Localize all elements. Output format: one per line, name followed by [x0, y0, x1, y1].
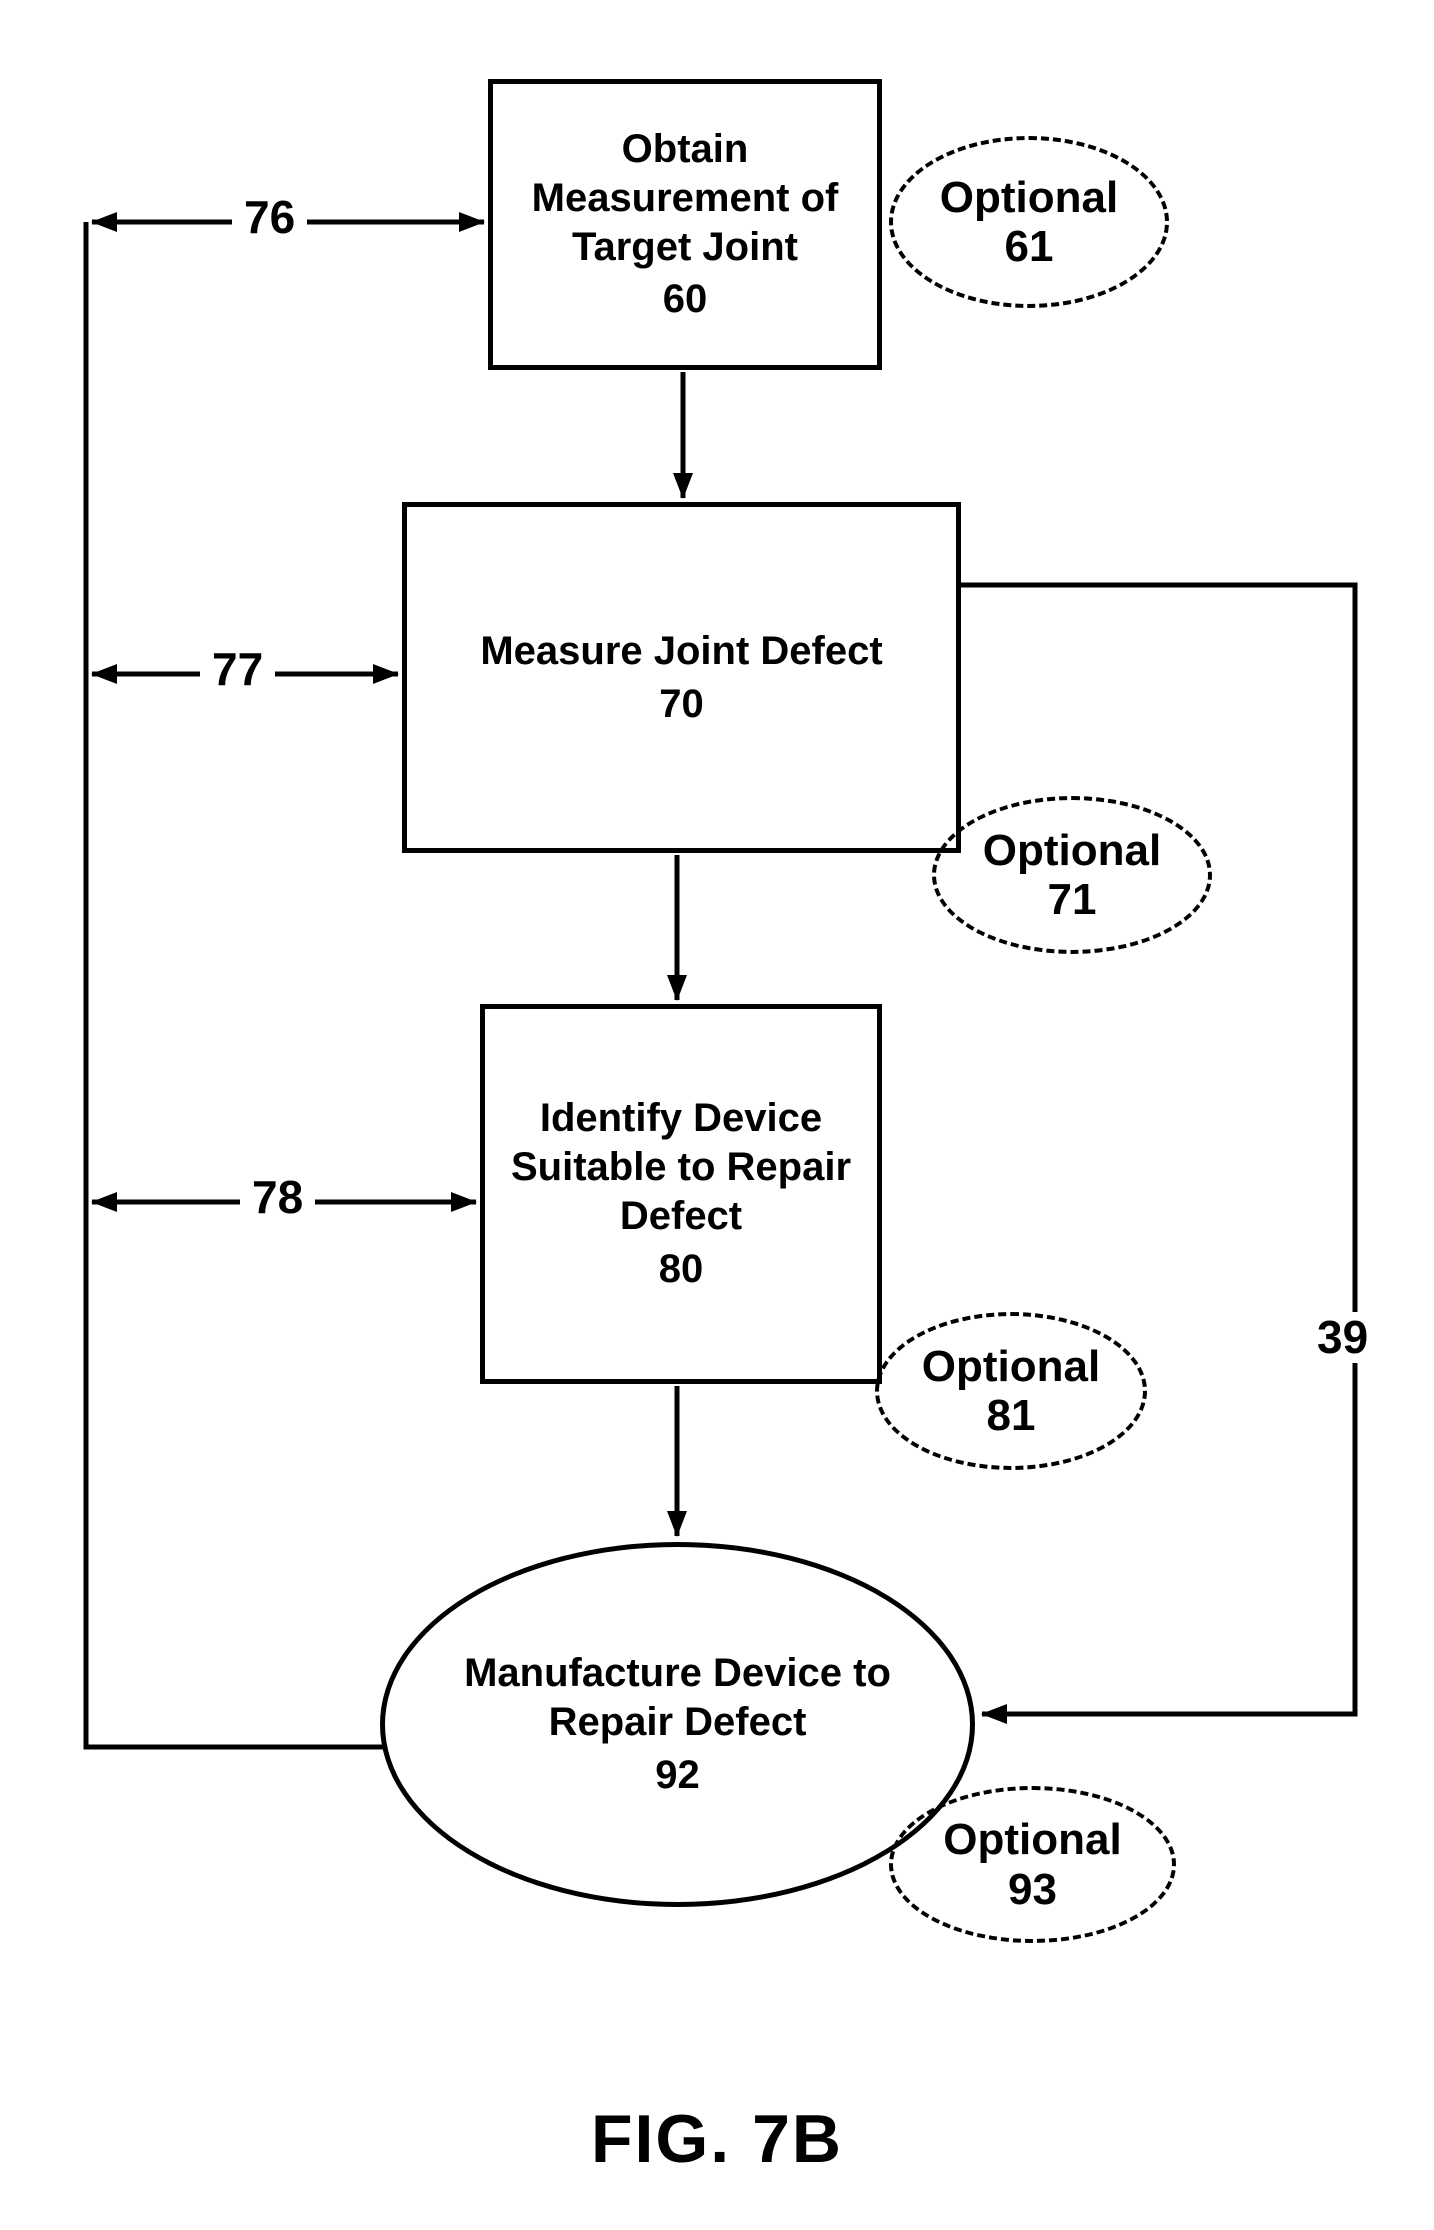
optional-93-bubble: Optional 93 [889, 1786, 1176, 1943]
step-manufacture-device: Manufacture Device to Repair Defect 92 [380, 1542, 975, 1907]
optional-61-label: Optional [939, 172, 1119, 222]
bypass-line-39 [961, 582, 1358, 1724]
optional-71-label: Optional [982, 825, 1162, 875]
edge-label-78: 78 [240, 1172, 316, 1223]
optional-71-bubble: Optional 71 [932, 796, 1212, 954]
optional-93-label: Optional [943, 1815, 1122, 1865]
step-measure-defect: Measure Joint Defect 70 [402, 502, 961, 853]
optional-61-bubble: Optional 61 [889, 136, 1169, 308]
step-identify-label: Identify Device Suitable to Repair Defec… [510, 1096, 852, 1238]
step-identify-device: Identify Device Suitable to Repair Defec… [480, 1004, 882, 1384]
optional-93-ref: 93 [1008, 1864, 1057, 1914]
step-manufacture-label: Manufacture Device to Repair Defect [464, 1651, 891, 1745]
step-measure-label: Measure Joint Defect [480, 628, 883, 673]
step-obtain-ref: 60 [662, 277, 708, 322]
optional-71-ref: 71 [1047, 875, 1097, 924]
edge-label-39: 39 [1305, 1312, 1381, 1363]
edge-label-77: 77 [200, 644, 276, 695]
optional-61-ref: 61 [1004, 222, 1054, 271]
step-obtain-measurement: Obtain Measurement of Target Joint 60 [488, 79, 882, 370]
edge-label-76: 76 [232, 192, 308, 243]
step-obtain-label: Obtain Measurement of Target Joint [531, 126, 839, 269]
optional-81-label: Optional [921, 1341, 1101, 1391]
feedback-loop-line [83, 222, 392, 1750]
optional-81-ref: 81 [986, 1391, 1036, 1440]
figure-caption: FIG. 7B [590, 2101, 844, 2177]
step-measure-ref: 70 [659, 681, 704, 726]
optional-81-bubble: Optional 81 [875, 1312, 1147, 1470]
step-manufacture-ref: 92 [655, 1752, 700, 1797]
step-identify-ref: 80 [658, 1246, 704, 1291]
